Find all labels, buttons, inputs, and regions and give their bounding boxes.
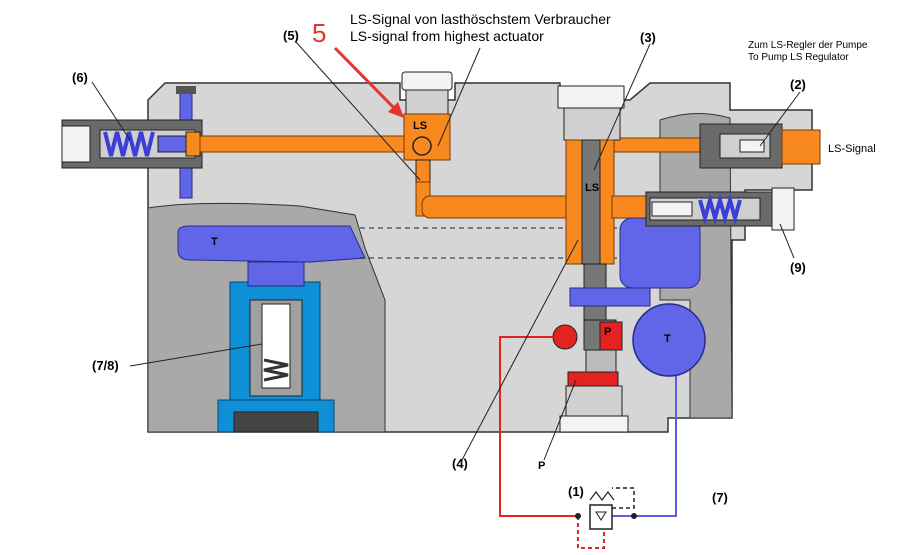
cartridge-78-foot <box>233 411 319 433</box>
cartridge-9-poppet <box>651 201 693 217</box>
cartridge-9-cap <box>771 187 795 231</box>
ls-port-ball <box>412 136 432 156</box>
cartridge-6-spring <box>103 131 155 157</box>
relief-valve-spring <box>589 491 615 501</box>
junction-left <box>575 513 581 519</box>
ls-signal-label: LS-Signal <box>828 143 876 155</box>
label-7: (7) <box>712 490 728 505</box>
compensator-thread <box>563 107 621 141</box>
leader-9 <box>779 223 795 259</box>
cartridge-78-spring <box>263 358 289 382</box>
p-port-label: P <box>604 326 612 338</box>
pump-regulator-en: To Pump LS Regulator <box>748 52 849 63</box>
leader-title <box>437 47 481 147</box>
tank-left-label: T <box>211 236 218 248</box>
ls-title-en: LS-signal from highest actuator <box>350 28 544 44</box>
p-plug-thread <box>565 385 623 417</box>
label-1: (1) <box>568 484 584 499</box>
leader-78 <box>129 343 263 367</box>
leader-6 <box>91 81 131 141</box>
ls-port-plug-top <box>401 71 453 91</box>
label-78: (7/8) <box>92 358 119 373</box>
red-annotation-number: 5 <box>312 18 327 48</box>
leader-2 <box>759 91 801 147</box>
cartridge-78-top <box>247 261 305 287</box>
annotation-arrow-head <box>388 102 404 118</box>
cartridge-6-poppet <box>157 135 187 153</box>
blue-right-chamber <box>619 217 701 289</box>
label-2: (2) <box>790 77 806 92</box>
ls-title-de: LS-Signal von lasthöschstem Verbraucher <box>350 11 611 27</box>
label-4: (4) <box>452 456 468 471</box>
leader-3 <box>593 43 651 171</box>
label-6: (6) <box>72 70 88 85</box>
pilot-line-red <box>577 516 605 549</box>
label-9: (9) <box>790 260 806 275</box>
p-plug <box>559 415 629 433</box>
ls-port-check <box>415 159 431 185</box>
blue-side-channel <box>569 287 651 307</box>
tank-channel-cap <box>176 86 196 94</box>
leader-p <box>543 379 577 461</box>
compensator-plug <box>557 85 625 109</box>
cartridge-9-spring <box>698 192 742 226</box>
tank-gallery <box>177 225 366 263</box>
fitting-2-poppet <box>739 139 765 153</box>
cartridge-6-cap <box>61 125 91 163</box>
junction-right <box>631 513 637 519</box>
label-3: (3) <box>640 30 656 45</box>
label-5: (5) <box>283 28 299 43</box>
tank-circle <box>632 303 706 377</box>
cartridge-6-seat <box>185 131 201 157</box>
p-ball-left <box>552 324 578 350</box>
relief-valve-arrow <box>595 511 607 521</box>
compensator-spool <box>581 139 601 265</box>
pilot-line-black <box>612 487 635 509</box>
p-label: P <box>538 460 546 472</box>
fitting-2-port <box>781 129 821 165</box>
leader-4 <box>461 239 579 461</box>
p-chamber <box>567 371 619 387</box>
ls-port-label: LS <box>413 120 428 132</box>
leader-5 <box>295 41 421 181</box>
ls-line-lower <box>421 195 578 219</box>
ls-line-right <box>611 137 705 153</box>
pump-regulator-de: Zum LS-Regler der Pumpe <box>748 40 868 51</box>
ls-port-plug-thread <box>405 89 449 115</box>
tank-right-label: T <box>664 333 671 345</box>
annotation-arrow-line <box>333 46 400 114</box>
ls-spool-label: LS <box>585 182 600 194</box>
